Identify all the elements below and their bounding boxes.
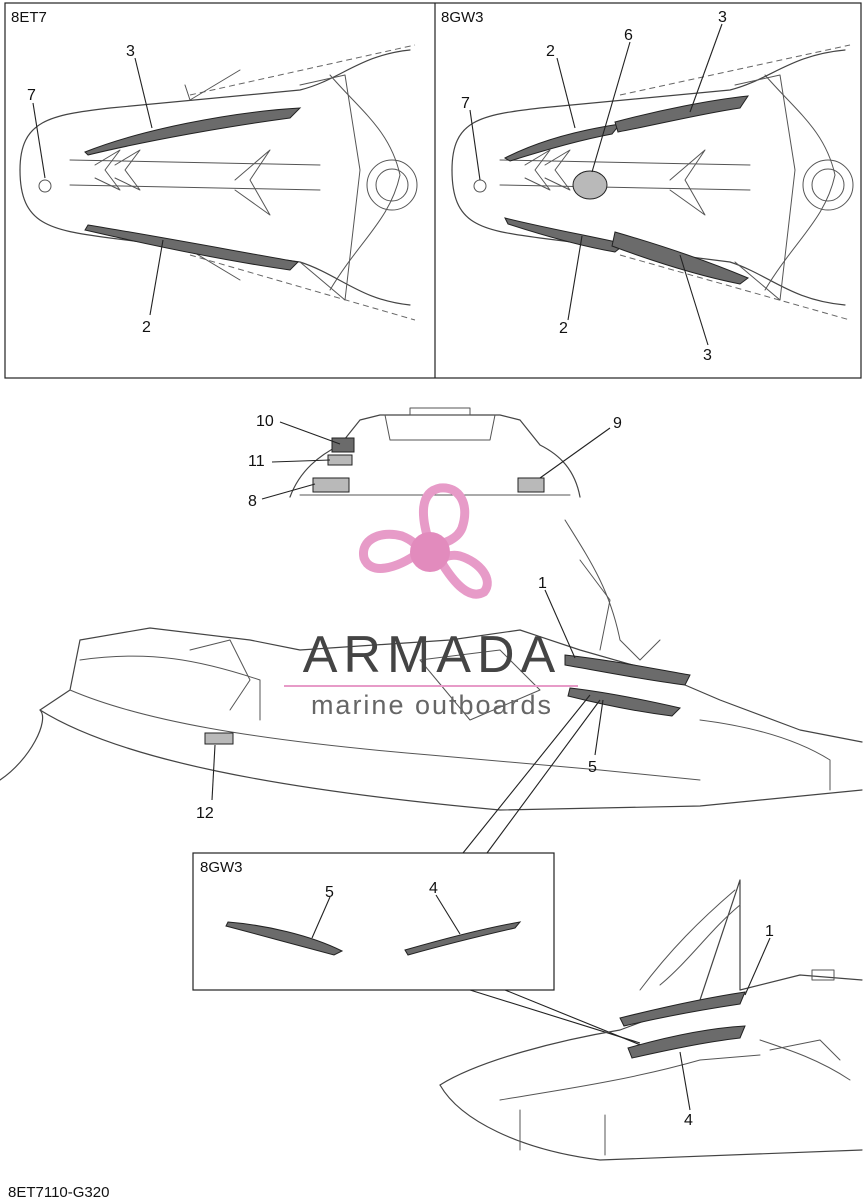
propeller-hub-icon [410,532,450,572]
decal-2-right-upper [503,123,622,162]
callout-2: 2 [546,43,555,60]
panel-8gw3-top: 8GW3 [441,9,854,364]
top-panel-frame [4,2,862,379]
decal-5-inset [225,921,344,956]
inset-frame [192,852,555,991]
panel-label-8gw3-top: 8GW3 [441,9,484,26]
callout-5: 5 [588,759,597,776]
decal-10-label [331,437,355,453]
decal-11-label [327,454,353,466]
decal-8-label [312,477,350,493]
callout-10: 10 [256,413,274,430]
part-code: 8ET7110-G320 [8,1184,109,1200]
callout-5: 5 [325,884,334,901]
callout-4: 4 [429,880,438,897]
callout-4: 4 [684,1112,693,1129]
hood-rear-view: 10 11 8 9 [248,407,622,510]
inset-8gw3: 8GW3 5 4 [192,852,649,1049]
decal-9-label [517,477,545,493]
callout-3: 3 [718,9,727,26]
armada-watermark: ARMADA marine outboards [284,483,578,720]
decal-12-label [204,732,234,745]
decal-4-inset [404,921,522,956]
callout-3: 3 [126,43,135,60]
decal-3-right-lower [611,231,749,285]
callout-11: 11 [248,453,265,470]
deck-outline-left [19,44,418,321]
bottom-right-view: 1 4 [439,879,863,1161]
top-panels: 8ET7 3 7 [4,2,862,379]
callout-1: 1 [538,575,547,592]
callout-6: 6 [624,27,633,44]
panel-8et7: 8ET7 3 7 [11,9,418,336]
decal-3-right-upper [614,95,750,133]
callout-2: 2 [142,319,151,336]
panel-label-8gw3-inset: 8GW3 [200,859,243,876]
watermark-subtitle: marine outboards [311,690,553,720]
decal-1-body [564,654,691,686]
watermark-title: ARMADA [303,626,561,684]
callout-1: 1 [765,923,774,940]
decal-3-left-upper [84,107,302,156]
callout-12: 12 [196,805,214,822]
main-body-side-view: 1 5 12 [0,519,863,854]
callout-2: 2 [559,320,568,337]
callout-3: 3 [703,347,712,364]
callout-7: 7 [27,87,36,104]
decal-6-emblem [572,170,608,200]
callout-8: 8 [248,493,257,510]
decal-2-left-lower [84,224,300,271]
deck-outline-right [451,44,854,321]
callout-9: 9 [613,415,622,432]
decal-5-body [567,687,681,717]
decal-4-bottom-view [627,1025,746,1059]
panel-label-8et7: 8ET7 [11,9,47,26]
decal-1-bottom-view [619,991,746,1027]
callout-7: 7 [461,95,470,112]
